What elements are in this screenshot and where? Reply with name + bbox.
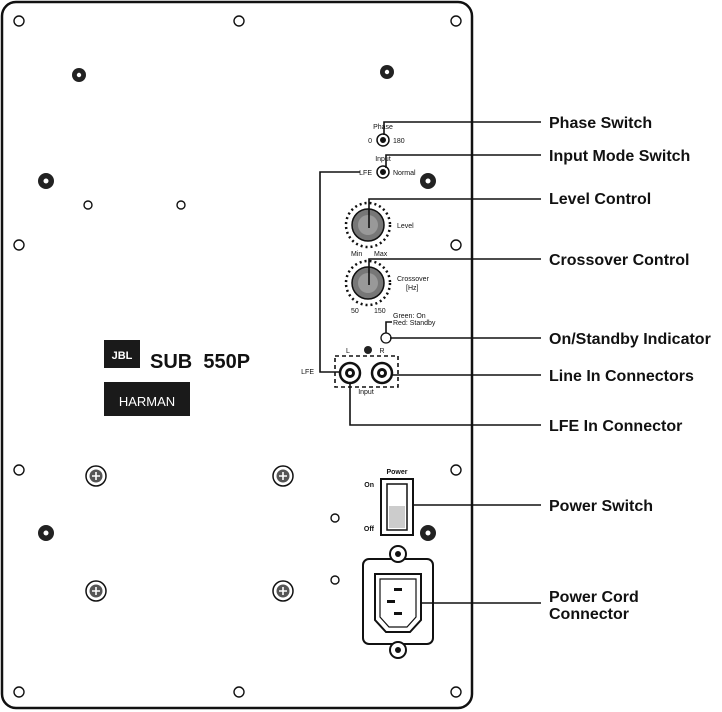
callout-lfe-in-connector: LFE In Connector [549, 418, 682, 435]
level-title: Level [397, 223, 414, 230]
mounting-holes [13, 15, 462, 698]
callout-input-mode-switch: Input Mode Switch [549, 148, 690, 165]
standby-indicator-led [380, 332, 392, 344]
callout-level-control: Level Control [549, 191, 651, 208]
power-off-label: Off [364, 526, 375, 533]
crossover-title: Crossover [397, 276, 430, 283]
callout-power-cord-connector: Connector [549, 606, 629, 623]
crossover-knob[interactable] [344, 259, 392, 307]
phase-label-180: 180 [393, 138, 405, 145]
crossover-unit: [Hz] [406, 285, 419, 292]
crossover-min-label: 50 [351, 308, 359, 315]
callout-line-in-connectors: Line In Connectors [549, 368, 694, 385]
line-in-left-rca[interactable] [338, 361, 362, 385]
jbl-logo [104, 340, 140, 368]
line-in-label-r: R [379, 348, 384, 355]
power-on-label: On [364, 482, 374, 489]
callout-power-switch: Power Switch [549, 498, 653, 515]
line-in-label-l: L [346, 348, 350, 355]
input-mode-label-normal: Normal [393, 170, 416, 177]
input-mode-title: Input [375, 156, 391, 163]
indicator-green-label: Green: On [393, 313, 426, 320]
phase-switch[interactable] [376, 133, 390, 147]
pairing-dot-icon [364, 346, 372, 354]
power-title: Power [386, 469, 407, 476]
crossover-max-label: 150 [374, 308, 386, 315]
power-rocker-switch[interactable] [380, 478, 414, 536]
jbl-logo-text: JBL [112, 350, 133, 362]
callout-crossover-control: Crossover Control [549, 252, 689, 269]
phase-label-0: 0 [368, 138, 372, 145]
level-knob[interactable] [344, 201, 392, 249]
input-mode-switch[interactable] [376, 165, 390, 179]
callout-phase-switch: Phase Switch [549, 115, 652, 132]
callout-leader-lines [349, 121, 541, 604]
line-in-right-rca[interactable] [370, 361, 394, 385]
phillips-screws [85, 465, 294, 602]
level-min-label: Min [351, 251, 362, 258]
callout-on-standby-indicator: On/Standby Indicator [549, 331, 711, 348]
callout-labels: Phase Switch Input Mode Switch Level Con… [549, 115, 711, 623]
line-in-group-outline [334, 355, 399, 388]
level-max-label: Max [374, 251, 388, 258]
callout-power-cord: Power Cord [549, 589, 639, 606]
panel-outline [0, 0, 474, 710]
black-screws [38, 65, 436, 541]
model-name: SUB 550P [150, 351, 250, 373]
indicator-red-label: Red: Standby [393, 320, 436, 327]
phase-title: Phase [373, 124, 393, 131]
indicator-label-leader [385, 321, 392, 333]
lfe-side-label: LFE [301, 369, 314, 376]
power-cord-connector[interactable] [362, 545, 434, 659]
harman-logo [104, 382, 190, 416]
line-in-title: Input [358, 389, 374, 396]
input-mode-label-lfe: LFE [359, 170, 372, 177]
harman-logo-text: HARMAN [119, 394, 175, 409]
lfe-routing-line [319, 171, 360, 373]
